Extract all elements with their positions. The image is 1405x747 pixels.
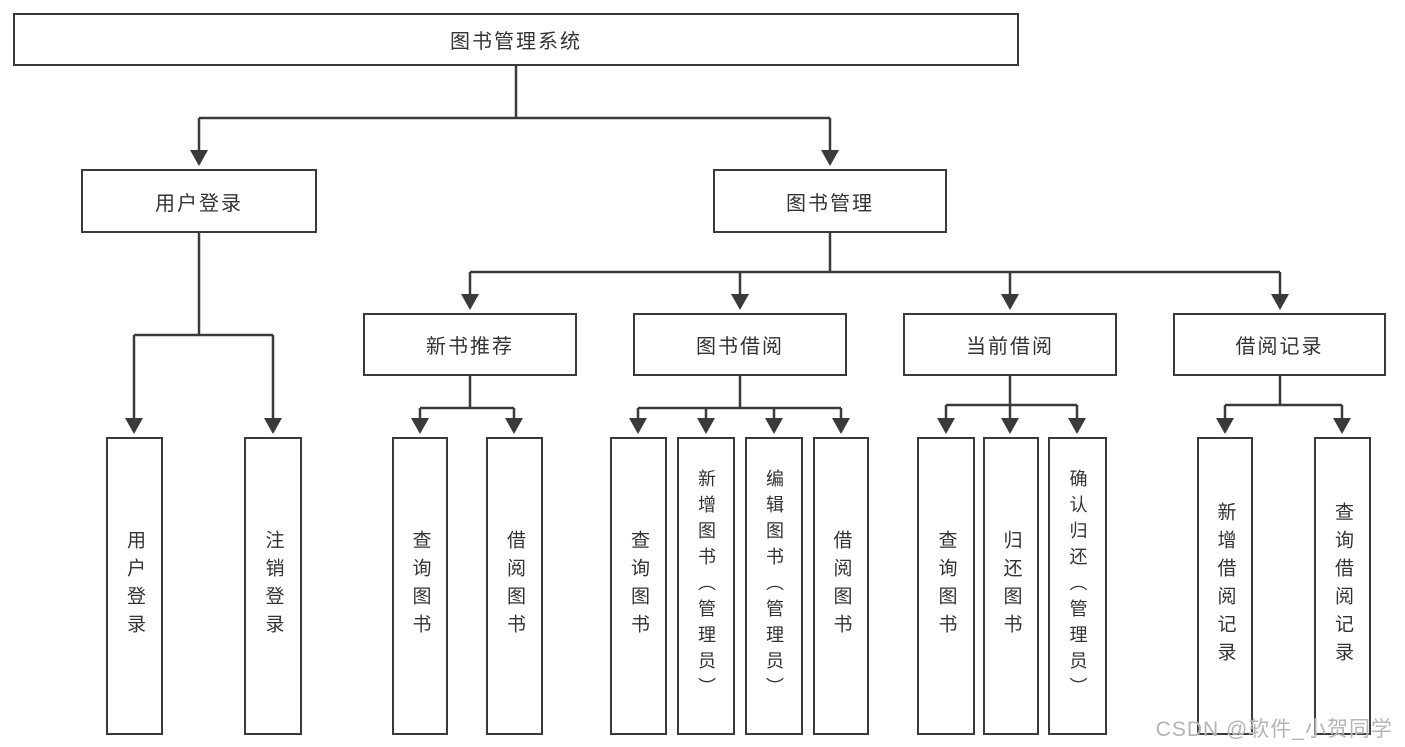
node-book-management-system: 图书管理系统	[13, 13, 1019, 66]
node-current-borrowing: 当前借阅	[903, 313, 1117, 376]
leaf-label: 用户登录	[124, 530, 145, 642]
leaf-add-borrow-record: 新增借阅记录	[1197, 437, 1253, 735]
leaf-edit-books-admin: 编辑图书（管理员）	[745, 437, 803, 735]
leaf-confirm-return-admin: 确认归还（管理员）	[1048, 437, 1107, 735]
leaf-borrow-books-2: 借阅图书	[813, 437, 869, 735]
leaf-logout: 注销登录	[244, 437, 302, 735]
leaf-add-books-admin: 新增图书（管理员）	[677, 437, 735, 735]
leaf-query-borrow-record: 查询借阅记录	[1314, 437, 1371, 735]
leaf-query-books-2: 查询图书	[610, 437, 667, 735]
leaf-label: 查询图书	[409, 530, 431, 642]
leaf-user-login: 用户登录	[106, 437, 163, 735]
leaf-label: 编辑图书（管理员）	[764, 469, 784, 703]
leaf-label: 借阅图书	[504, 530, 525, 642]
leaf-return-books: 归还图书	[983, 437, 1039, 735]
leaf-label: 查询图书	[628, 530, 649, 642]
leaf-label: 借阅图书	[830, 530, 852, 642]
node-borrowing-records: 借阅记录	[1173, 313, 1386, 376]
leaf-label: 新增借阅记录	[1214, 502, 1236, 670]
leaf-label: 查询图书	[935, 530, 957, 642]
leaf-query-books-3: 查询图书	[917, 437, 975, 735]
csdn-watermark: CSDN @软件_小贺同学	[1155, 718, 1393, 741]
node-book-borrowing: 图书借阅	[633, 313, 847, 376]
leaf-label: 确认归还（管理员）	[1067, 469, 1088, 703]
node-new-book-recommend: 新书推荐	[363, 313, 577, 376]
node-user-login: 用户登录	[81, 169, 317, 233]
leaf-query-books-1: 查询图书	[392, 437, 448, 735]
leaf-label: 查询借阅记录	[1332, 502, 1353, 670]
leaf-label: 新增图书（管理员）	[696, 469, 716, 703]
node-book-management: 图书管理	[713, 169, 947, 233]
leaf-borrow-books-1: 借阅图书	[486, 437, 543, 735]
leaf-label: 归还图书	[1000, 530, 1022, 642]
leaf-label: 注销登录	[262, 530, 284, 642]
